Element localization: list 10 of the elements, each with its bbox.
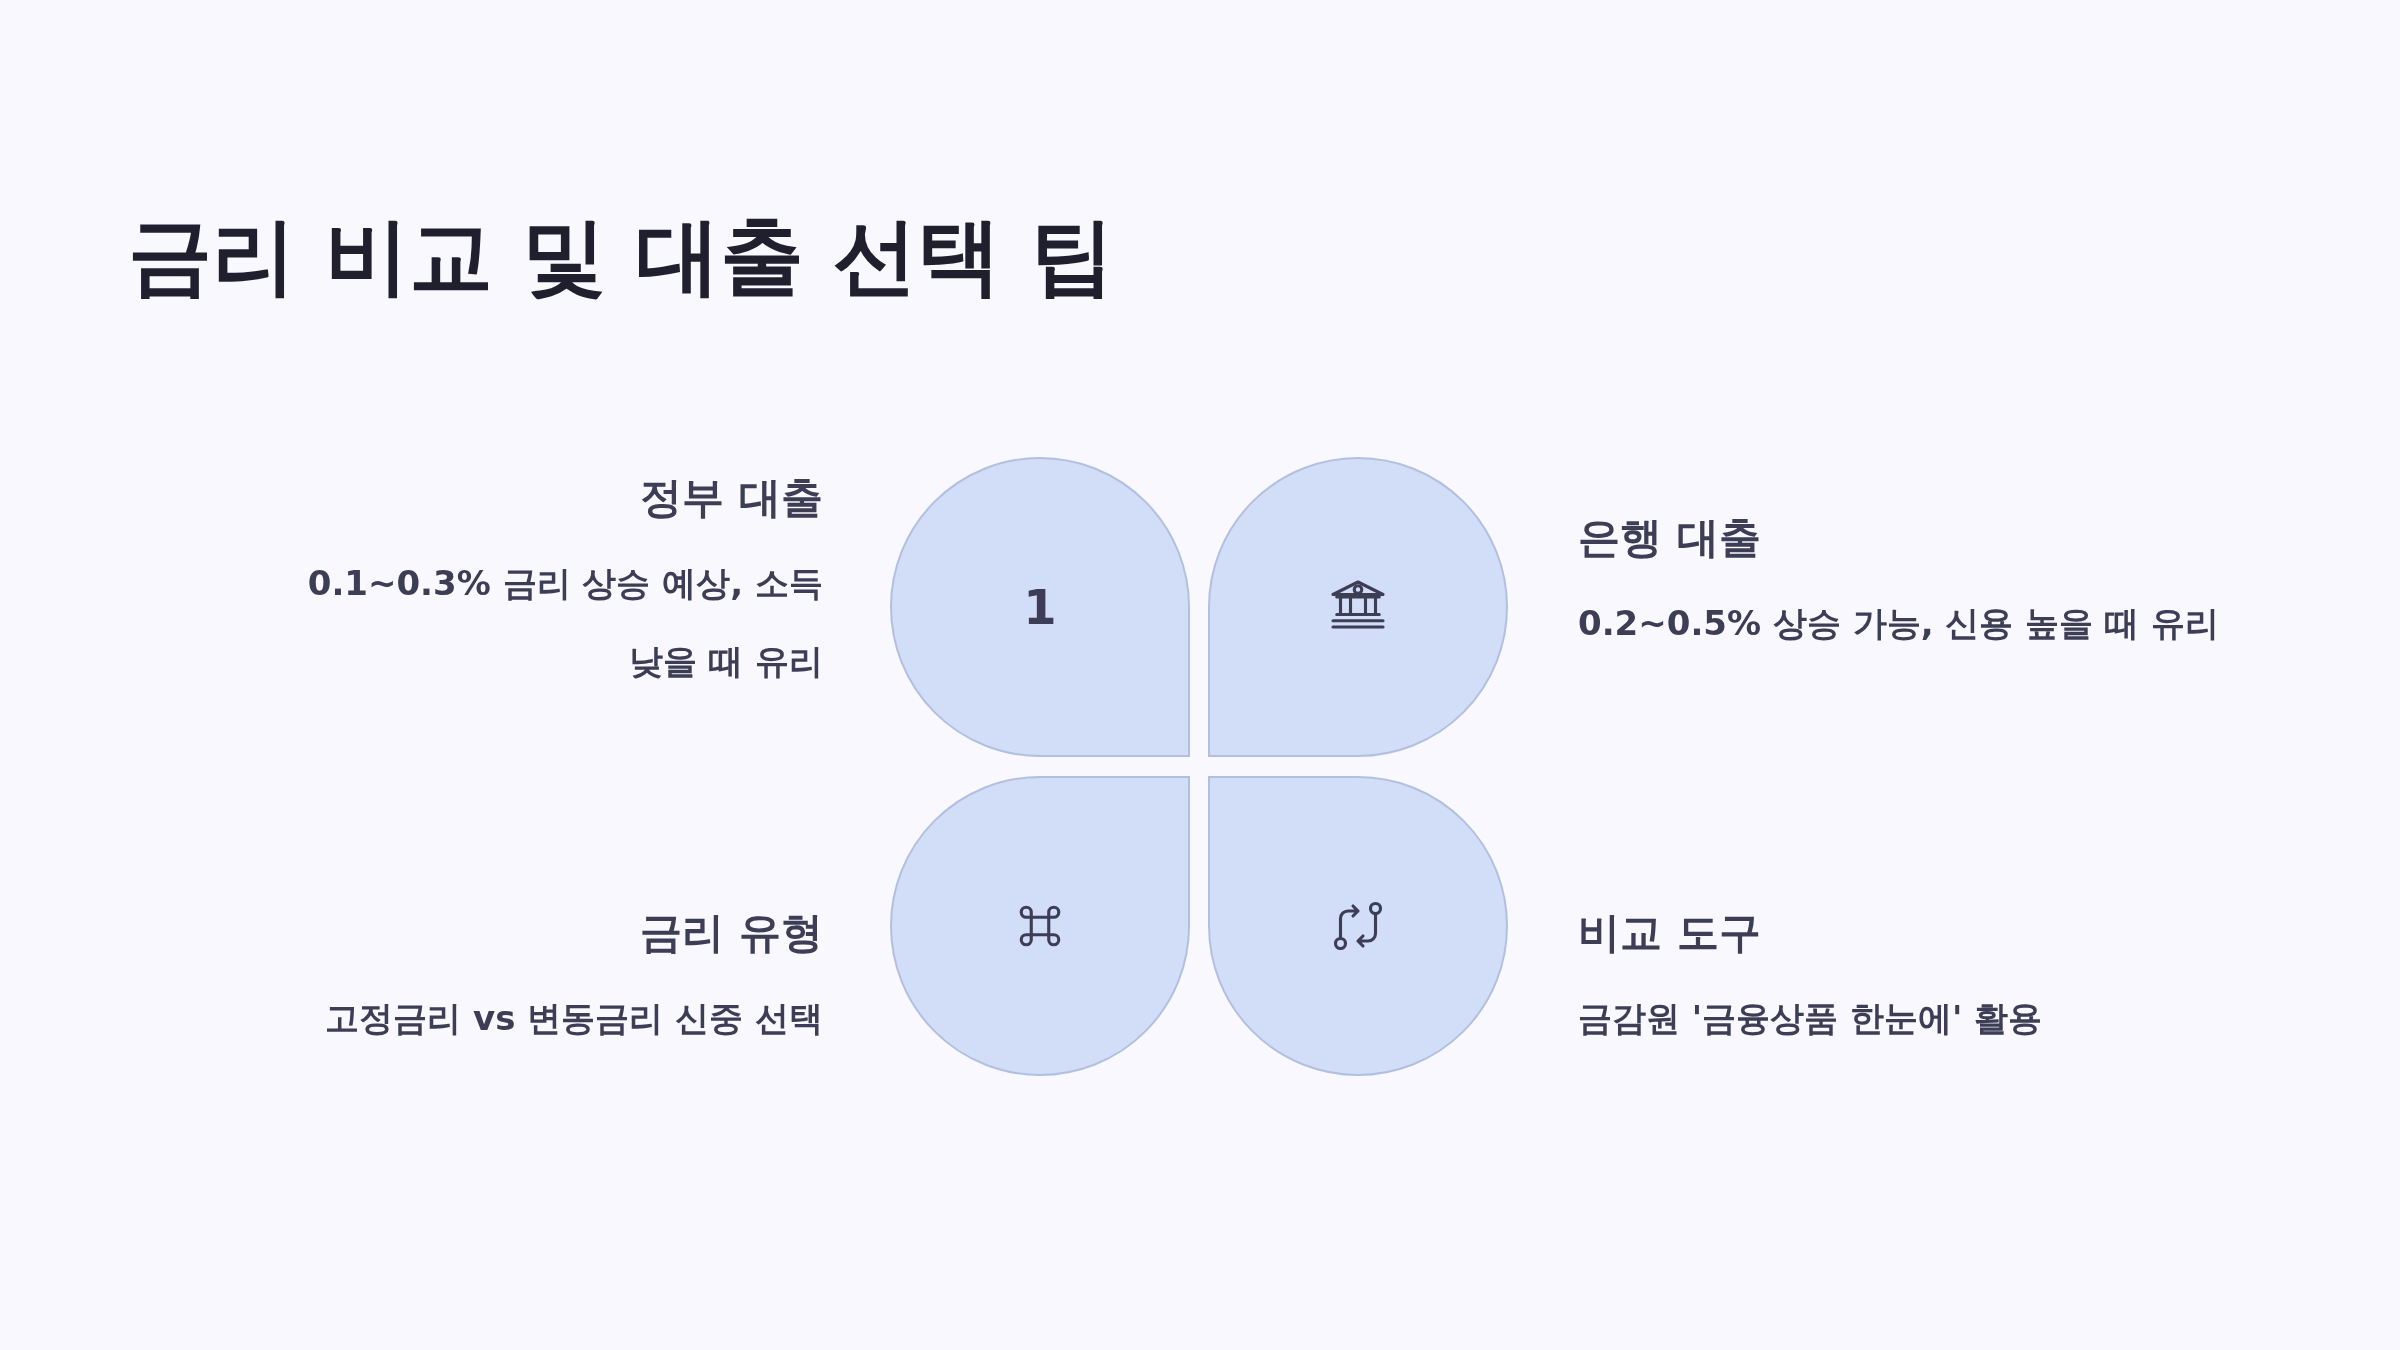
title: 금리 비교 및 대출 선택 팁 <box>128 206 1115 307</box>
section-heading: 정부 대출 <box>640 472 823 524</box>
step-number: 1 <box>1023 579 1057 635</box>
section-heading: 은행 대출 <box>1578 512 1761 564</box>
description-text: 금감원 '금융상품 한눈에' 활용 <box>1578 997 2043 1040</box>
section-heading: 금리 유형 <box>640 907 823 959</box>
description-text: 0.1~0.3% 금리 상승 예상, 소득 낮을 때 유리 <box>306 562 823 683</box>
section-heading: 비교 도구 <box>1578 907 1761 959</box>
description-text: 고정금리 vs 변동금리 신중 선택 <box>325 997 823 1040</box>
description-text: 0.2~0.5% 상승 가능, 신용 높을 때 유리 <box>1578 602 2219 645</box>
